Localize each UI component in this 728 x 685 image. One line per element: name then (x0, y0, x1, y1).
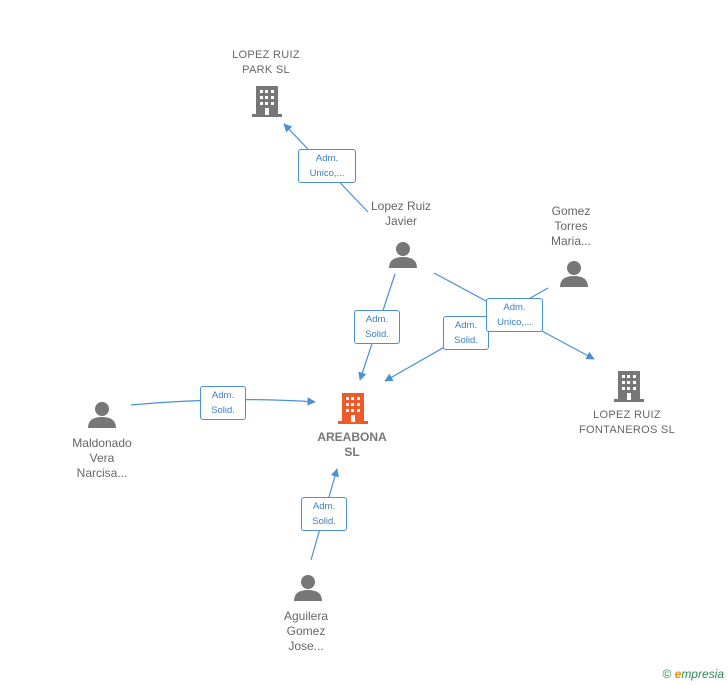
building-icon (614, 371, 644, 402)
person-icon (294, 575, 322, 601)
person-icon (88, 402, 116, 428)
brand-logo-e: e (674, 667, 682, 681)
company-label-lopez-ruiz-park[interactable]: LOPEZ RUIZ PARK SL (216, 48, 316, 78)
person-label-aguilera[interactable]: Aguilera Gomez Jose... (256, 609, 356, 654)
label-line: Maldonado (72, 436, 132, 450)
person-icon (389, 242, 417, 268)
person-label-lopez-ruiz-javier[interactable]: Lopez Ruiz Javier (351, 199, 451, 229)
person-label-maldonado[interactable]: Maldonado Vera Narcisa... (52, 436, 152, 481)
edge-label-line: Adm. (315, 153, 339, 164)
copyright-symbol: © (662, 667, 672, 681)
label-line: PARK SL (242, 64, 290, 76)
edge-label-line: Solid. (454, 335, 478, 346)
label-line: SL (344, 445, 360, 459)
label-line: FONTANEROS SL (579, 424, 675, 436)
edge-label-gomez-areabona[interactable]: Adm. Solid. (443, 316, 489, 350)
edge-label-line: Adm. (454, 320, 478, 331)
label-line: LOPEZ RUIZ (593, 409, 661, 421)
person-icon (560, 261, 588, 287)
edge-label-line: Solid. (211, 405, 235, 416)
label-line: LOPEZ RUIZ (232, 49, 300, 61)
label-line: Gomez (551, 204, 591, 218)
label-line: Gomez (286, 624, 326, 638)
edge-label-maldonado-areabona[interactable]: Adm. Solid. (200, 386, 246, 420)
person-label-gomez-torres[interactable]: Gomez Torres Maria... (531, 204, 611, 249)
label-line: Torres (554, 219, 588, 233)
edge-label-line: Unico,... (497, 317, 532, 328)
building-icon (252, 86, 282, 117)
brand-footer[interactable]: © empresia (662, 667, 724, 681)
edge-label-aguilera-areabona[interactable]: Adm. Solid. (301, 497, 347, 531)
edge-label-line: Solid. (312, 516, 336, 527)
label-line: Aguilera (283, 609, 329, 623)
edge-label-line: Adm. (211, 390, 235, 401)
company-label-lopez-ruiz-fontaneros[interactable]: LOPEZ RUIZ FONTANEROS SL (567, 408, 687, 438)
edge-label-line: Unico,... (309, 168, 345, 179)
label-line: Vera (89, 451, 115, 465)
label-line: Javier (384, 214, 417, 228)
edge-label-line: Adm. (503, 302, 526, 313)
brand-logo-text: mpresia (681, 667, 724, 681)
edge-label-javier-areabona[interactable]: Adm. Solid. (354, 310, 400, 344)
company-label-areabona[interactable]: AREABONA SL (302, 430, 402, 460)
edge-label-javier-park[interactable]: Adm. Unico,... (298, 149, 356, 183)
edge-label-line: Solid. (365, 329, 389, 340)
label-line: Narcisa... (76, 466, 128, 480)
edge-label-gomez-fontaneros[interactable]: Adm. Unico,... (486, 298, 543, 332)
building-icon-main (338, 393, 368, 424)
label-line: Lopez Ruiz (370, 199, 432, 213)
edge-label-line: Adm. (365, 314, 389, 325)
label-line: Maria... (550, 234, 591, 248)
label-line: AREABONA (317, 430, 387, 444)
edge-label-line: Adm. (312, 501, 336, 512)
label-line: Jose... (288, 639, 324, 653)
